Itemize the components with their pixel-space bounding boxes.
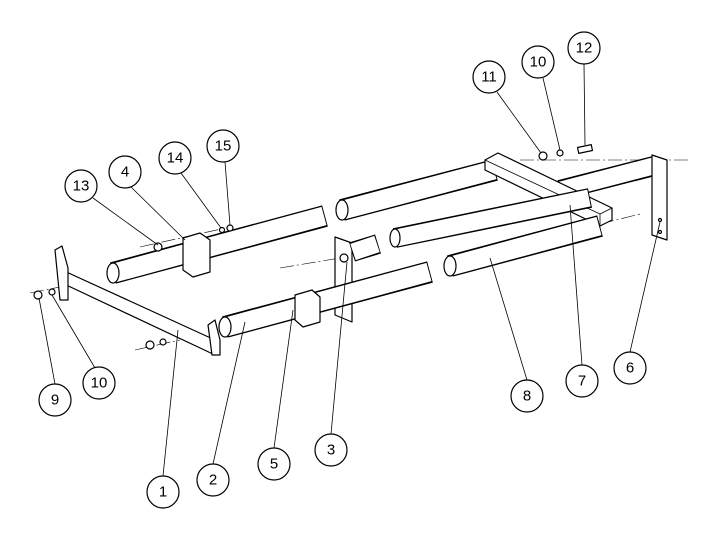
tube-middle [389, 188, 593, 248]
svg-text:15: 15 [215, 138, 232, 155]
plate-3 [334, 236, 353, 323]
svg-text:11: 11 [481, 69, 497, 86]
svg-text:5: 5 [270, 456, 278, 473]
plate-6 [651, 154, 668, 241]
svg-text:2: 2 [209, 472, 217, 489]
callout-5: 5 [257, 447, 291, 481]
callout-15: 15 [206, 129, 240, 163]
callout-10-left: 10 [82, 366, 116, 400]
callout-6: 6 [613, 351, 647, 385]
tube-8 [443, 215, 603, 277]
svg-text:13: 13 [73, 178, 90, 195]
callout-9: 9 [38, 383, 72, 417]
rod-right [557, 155, 661, 200]
svg-text:12: 12 [576, 40, 593, 57]
svg-text:8: 8 [523, 388, 531, 405]
svg-text:6: 6 [626, 360, 634, 377]
svg-text:14: 14 [167, 150, 184, 167]
callout-8: 8 [510, 379, 544, 413]
tube-upper-right [335, 159, 498, 221]
flange-5 [294, 289, 321, 328]
callout-10-right: 10 [521, 45, 555, 79]
callout-14: 14 [158, 141, 192, 175]
callout-3: 3 [314, 433, 348, 467]
svg-text:10: 10 [91, 375, 108, 392]
tube-short [349, 234, 381, 262]
svg-text:7: 7 [578, 373, 586, 390]
callout-1: 1 [146, 475, 180, 509]
svg-text:4: 4 [121, 164, 129, 181]
svg-text:10: 10 [530, 54, 547, 71]
hardware [33, 144, 594, 350]
tube-lower-front [218, 261, 433, 338]
svg-text:1: 1 [159, 484, 167, 501]
svg-text:9: 9 [51, 392, 59, 409]
callout-7: 7 [565, 364, 599, 398]
tube-upper-left [106, 205, 328, 284]
frame-bar-1 [54, 245, 221, 356]
callout-12: 12 [567, 31, 601, 65]
flange-4 [182, 232, 211, 278]
callout-4: 4 [108, 155, 142, 189]
svg-text:3: 3 [327, 442, 335, 459]
leader-lines [38, 63, 661, 477]
callout-2: 2 [196, 463, 230, 497]
callout-13: 13 [64, 169, 98, 203]
callout-11: 11 [472, 60, 506, 94]
